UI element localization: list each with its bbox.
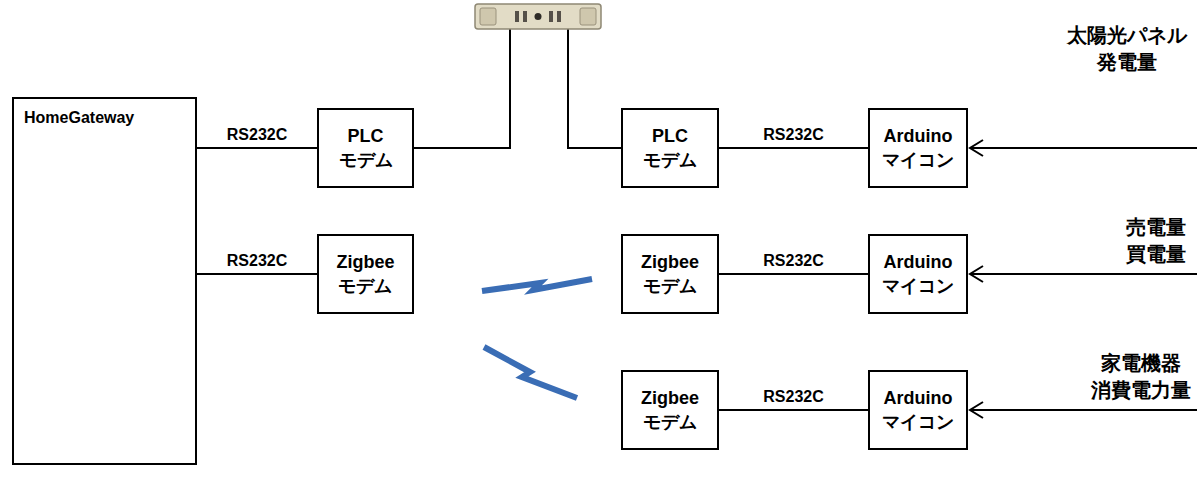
box-text: HomeGateway — [24, 107, 134, 129]
input-label: 太陽光パネル 発電量 — [1067, 22, 1187, 76]
box-text: Zigbee モデム — [641, 386, 699, 435]
modem-box: PLC モデム — [317, 108, 414, 188]
microcontroller-box: Arduino マイコン — [868, 108, 968, 188]
wireless-link — [414, 299, 621, 410]
input-label: 家電機器 消費電力量 — [1091, 350, 1191, 404]
box-text: Arduino マイコン — [882, 386, 954, 435]
wire-connector — [197, 273, 317, 275]
interface-label: RS232C — [224, 125, 290, 144]
microcontroller-box: Arduino マイコン — [868, 370, 968, 450]
outlet-slot — [515, 11, 519, 22]
modem-box: Zigbee モデム — [621, 370, 719, 450]
outlet-slot — [557, 11, 561, 22]
wire-connector — [719, 409, 868, 411]
interface-label: RS232C — [760, 387, 826, 406]
power-outlet — [475, 4, 601, 29]
outlet-slot — [549, 11, 553, 22]
arrow-head — [970, 266, 983, 282]
wire-connector — [197, 147, 317, 149]
input-label: 売電量 買電量 — [1126, 214, 1186, 268]
input-arrow — [970, 140, 1197, 156]
input-line — [970, 409, 1197, 411]
outlet-hole — [535, 13, 542, 20]
modem-box: Zigbee モデム — [621, 234, 719, 314]
modem-box: Zigbee モデム — [317, 234, 414, 314]
wireless-link — [414, 274, 621, 291]
box-text: Zigbee モデム — [336, 250, 394, 299]
box-text: PLC モデム — [339, 124, 393, 173]
box-text: Arduino マイコン — [882, 124, 954, 173]
input-arrow — [970, 266, 1197, 282]
outlet-panel — [580, 8, 596, 25]
interface-label: RS232C — [224, 251, 290, 270]
input-arrow — [970, 402, 1197, 418]
box-text: Arduino マイコン — [882, 250, 954, 299]
arrow-head — [970, 402, 983, 418]
gateway-box: HomeGateway — [12, 97, 197, 465]
microcontroller-box: Arduino マイコン — [868, 234, 968, 314]
wire-connector — [719, 273, 868, 275]
input-line — [970, 147, 1197, 149]
wire-connector — [414, 18, 621, 148]
input-line — [970, 273, 1197, 275]
interface-label: RS232C — [760, 125, 826, 144]
interface-label: RS232C — [760, 251, 826, 270]
box-text: PLC モデム — [643, 124, 697, 173]
modem-box: PLC モデム — [621, 108, 719, 188]
box-text: Zigbee モデム — [641, 250, 699, 299]
arrow-head — [970, 140, 983, 156]
wire-connector — [719, 147, 868, 149]
outlet-slot — [523, 11, 527, 22]
outlet-plate — [475, 4, 601, 29]
outlet-panel — [480, 8, 496, 25]
